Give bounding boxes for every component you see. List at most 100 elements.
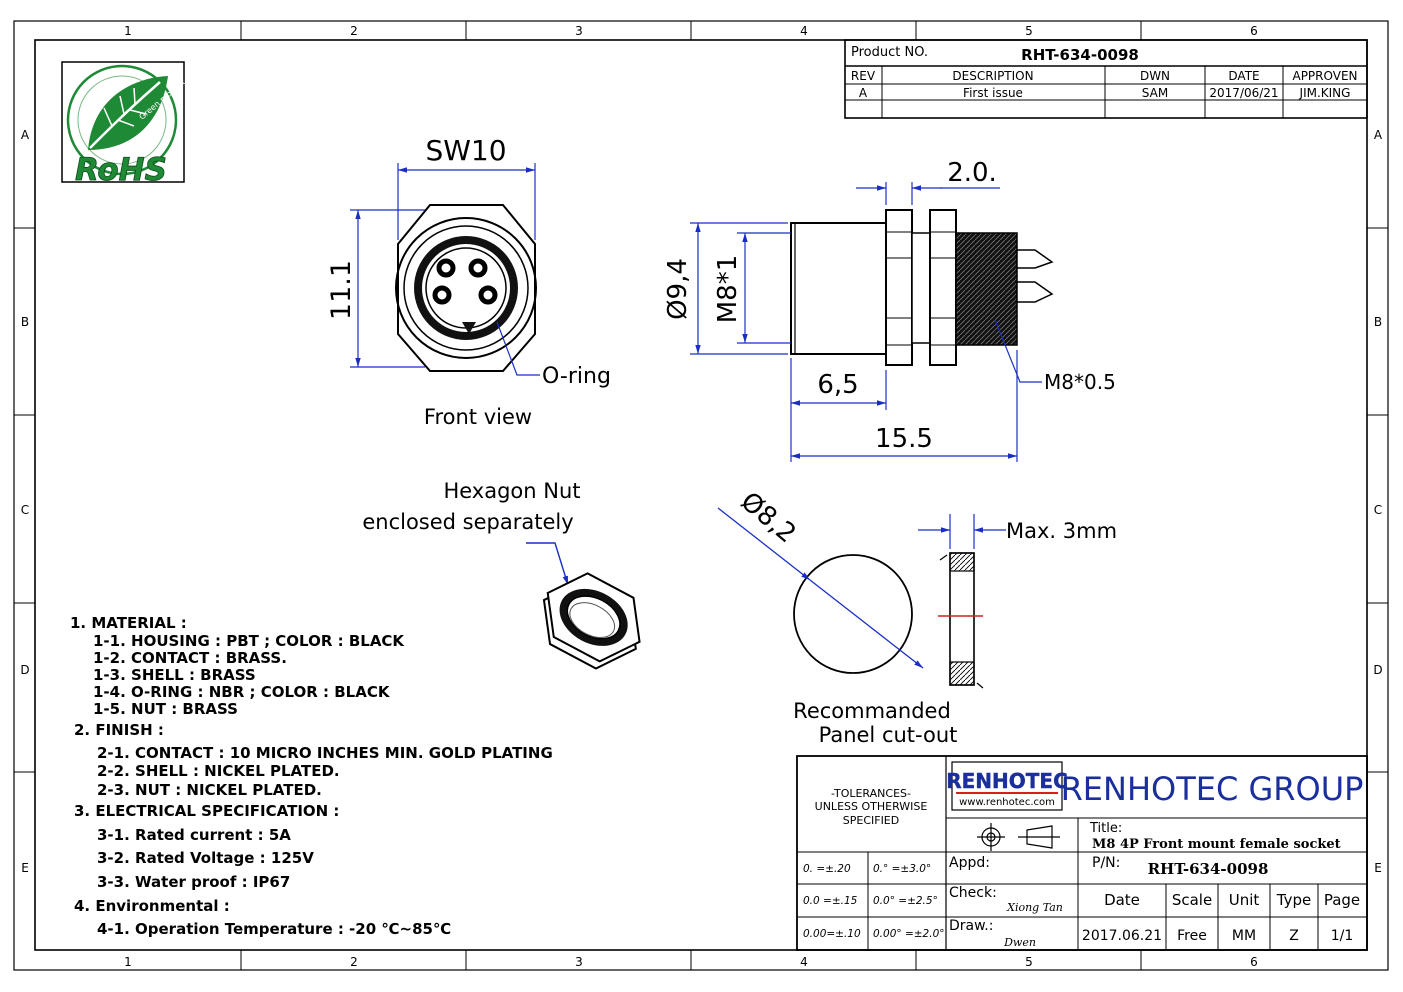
spec-line: 1-5. NUT : BRASS (93, 700, 238, 718)
row-label-right-b: B (1374, 315, 1382, 329)
spec-line: 3. ELECTRICAL SPECIFICATION : (74, 802, 339, 820)
rev-cell-approven: JIM.KING (1299, 86, 1351, 100)
connector-body (790, 222, 887, 355)
dim-dia-outer: Ø9,4 (663, 258, 693, 320)
hex-nut-leader (526, 542, 569, 586)
cutout-caption-2: Panel cut-out (819, 723, 958, 747)
dim-cutout-dia: Ø8,2 (735, 487, 802, 550)
row-label-left-b: B (21, 315, 29, 329)
specifications: 1. MATERIAL : 1-1. HOUSING : PBT ; COLOR… (70, 614, 553, 938)
hex-nut-line2: enclosed separately (362, 510, 573, 534)
row-label-left-a: A (21, 128, 30, 142)
thread-label: M8*0.5 (1044, 370, 1116, 394)
title-label: Title: (1089, 821, 1122, 836)
col-header-date: Date (1104, 891, 1140, 909)
hex-nut-side (929, 209, 957, 366)
pin-1 (436, 258, 456, 278)
max-thickness-label: Max. 3mm (1006, 519, 1117, 543)
rev-header-dwn: DWN (1140, 69, 1170, 83)
pn-label: P/N: (1092, 855, 1120, 871)
col-value-page: 1/1 (1331, 928, 1354, 944)
pin-2 (468, 258, 488, 278)
rev-header-approven: APPROVEN (1292, 69, 1357, 83)
spec-line: 3-1. Rated current : 5A (97, 826, 291, 844)
col-value-type: Z (1289, 928, 1299, 944)
part-number: RHT-634-0098 (1148, 860, 1269, 878)
oring-leader (496, 321, 540, 376)
checker-name: Xiong Tan (1006, 901, 1063, 914)
col-label-top-3: 3 (575, 24, 583, 38)
check-label: Check: (949, 885, 997, 901)
rev-cell-description: First issue (963, 86, 1023, 100)
dim-total: 15.5 (875, 424, 933, 454)
product-no-label: Product NO. (851, 45, 928, 60)
col-label-top-2: 2 (350, 24, 358, 38)
row-label-left-e: E (21, 861, 29, 875)
cutout-caption-1: Recommanded (793, 699, 951, 723)
col-label-top-5: 5 (1025, 24, 1033, 38)
drawer-name: Dwen (1003, 936, 1036, 949)
tolerance-angular-1: 0.° =±3.0° (873, 863, 931, 875)
col-header-page: Page (1324, 891, 1360, 909)
rohs-text: RoHS (75, 152, 167, 188)
col-value-date: 2017.06.21 (1082, 928, 1162, 944)
rev-cell-date: 2017/06/21 (1209, 86, 1278, 100)
tolerance-linear-2: 0.0 =±.15 (803, 895, 858, 907)
tolerance-angular-3: 0.00° =±2.0° (873, 928, 945, 940)
spec-line: 2-1. CONTACT : 10 MICRO INCHES MIN. GOLD… (97, 744, 553, 762)
company-logo-text: RENHOTEC (946, 769, 1068, 793)
oring-label: O-ring (542, 364, 611, 389)
pin-4 (478, 285, 498, 305)
tolerance-linear-3: 0.00=±.10 (803, 928, 861, 940)
drawing-title: M8 4P Front mount female socket (1092, 837, 1341, 852)
appd-label: Appd: (949, 855, 990, 871)
front-view-caption: Front view (424, 405, 532, 429)
product-no: RHT-634-0098 (1021, 46, 1139, 64)
spec-line: 4. Environmental : (74, 897, 230, 915)
thread-leader (994, 319, 1042, 383)
rohs-logo: Green product RoHS (61, 61, 187, 188)
draw-label: Draw.: (949, 918, 993, 934)
col-header-scale: Scale (1172, 891, 1212, 909)
tolerance-line-3: SPECIFIED (843, 814, 899, 827)
tolerance-line-1: -TOLERANCES- (831, 787, 911, 800)
hex-body-outline (397, 204, 536, 372)
dim-flange: 2.0. (947, 158, 997, 188)
rev-header-description: DESCRIPTION (952, 69, 1033, 83)
col-header-type: Type (1276, 891, 1311, 909)
company-name: RENHOTEC GROUP (1061, 770, 1364, 808)
col-value-scale: Free (1177, 928, 1207, 944)
rev-cell-rev: A (859, 86, 868, 100)
hexagon-nut-group: Hexagon Nut enclosed separately (362, 479, 641, 670)
col-header-unit: Unit (1229, 891, 1260, 909)
row-label-right-d: D (1373, 663, 1382, 677)
rev-header-rev: REV (851, 69, 876, 83)
projection-symbol-icon (977, 823, 1060, 851)
pin-3 (432, 285, 452, 305)
col-value-unit: MM (1232, 928, 1256, 944)
terminal-1 (1016, 249, 1054, 269)
dim-thread: M8*1 (713, 255, 743, 324)
dim-body: 6,5 (817, 370, 858, 400)
spec-line: 1-2. CONTACT : BRASS. (93, 649, 287, 667)
spec-line: 3-3. Water proof : IP67 (97, 873, 290, 891)
flange (885, 209, 913, 366)
title-block: -TOLERANCES- UNLESS OTHERWISE SPECIFIED … (796, 755, 1368, 951)
rev-cell-dwn: SAM (1142, 86, 1168, 100)
col-label-bottom-4: 4 (800, 955, 808, 969)
terminal-2 (1016, 281, 1054, 303)
col-label-top-1: 1 (124, 24, 132, 38)
spec-line: 1-3. SHELL : BRASS (93, 666, 256, 684)
col-label-bottom-1: 1 (124, 955, 132, 969)
panel-cutout: Ø8,2 Max. 3mm Recommanded Panel cut-out (717, 487, 1117, 747)
frame-labels: 1 2 3 4 5 6 1 2 3 4 5 6 A B C D E A B C … (20, 24, 1383, 969)
col-label-bottom-2: 2 (350, 955, 358, 969)
tolerance-linear-1: 0. =±.20 (803, 863, 851, 875)
hex-nut-drawing (542, 572, 641, 670)
row-label-right-e: E (1374, 861, 1382, 875)
spec-line: 1-4. O-RING : NBR ; COLOR : BLACK (93, 683, 391, 701)
dim-sw10: SW10 (425, 134, 506, 167)
col-label-top-6: 6 (1250, 24, 1258, 38)
spec-line: 2-2. SHELL : NICKEL PLATED. (97, 762, 340, 780)
